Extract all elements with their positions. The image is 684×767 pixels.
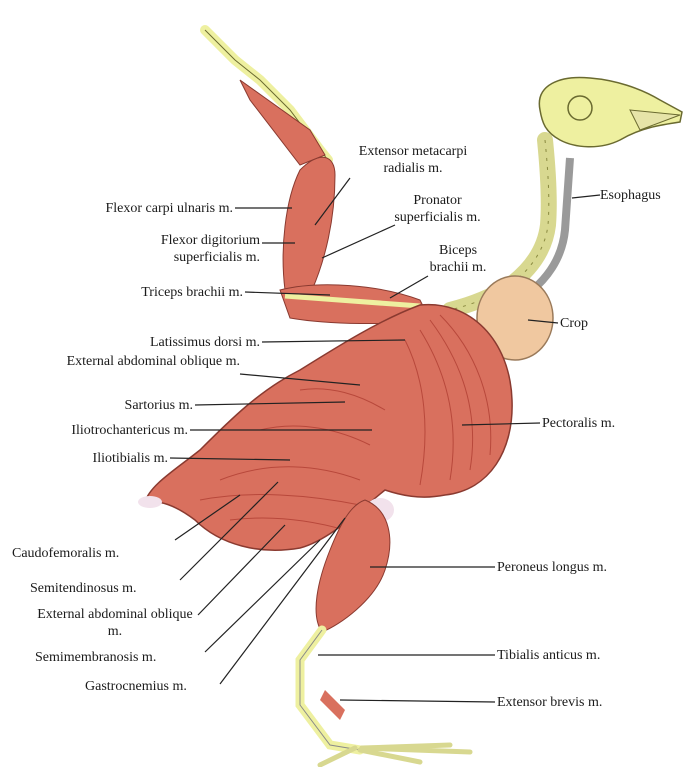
label-iliotibialis: Iliotibialis m. <box>40 450 168 467</box>
label-extensor-metacarpi-radialis: Extensor metacarpi radialis m. <box>352 143 474 177</box>
label-biceps-brachii: Biceps brachii m. <box>418 242 498 276</box>
label-caudofemoralis: Caudofemoralis m. <box>12 545 182 562</box>
label-gastrocnemius: Gastrocnemius m. <box>85 678 235 695</box>
label-tibialis-anticus: Tibialis anticus m. <box>497 647 667 664</box>
label-triceps-brachii: Triceps brachii m. <box>80 284 243 301</box>
label-flexor-digitorium-superficialis: Flexor digitorium superficialis m. <box>95 232 260 266</box>
tail-tendon <box>138 496 162 508</box>
label-pectoralis: Pectoralis m. <box>542 415 672 432</box>
label-esophagus: Esophagus <box>600 187 684 204</box>
label-flexor-carpi-ulnaris: Flexor carpi ulnaris m. <box>40 200 233 217</box>
label-external-abdominal-oblique-upper: External abdominal oblique m. <box>60 353 240 370</box>
label-sartorius: Sartorius m. <box>80 397 193 414</box>
label-peroneus-longus: Peroneus longus m. <box>497 559 677 576</box>
label-crop: Crop <box>560 315 620 332</box>
label-semitendinosus: Semitendinosus m. <box>30 580 200 597</box>
leg-bones-outline <box>300 630 360 750</box>
label-latissimus-dorsi: Latissimus dorsi m. <box>70 334 260 351</box>
skull <box>539 77 682 146</box>
label-semimembranosis: Semimembranosis m. <box>35 649 220 666</box>
label-extensor-brevis: Extensor brevis m. <box>497 694 667 711</box>
label-pronator-superficialis: Pronator superficialis m. <box>385 192 490 226</box>
extensor-brevis-muscle <box>320 690 345 720</box>
label-external-abdominal-oblique-lower: External abdominal oblique m. <box>30 606 200 640</box>
label-iliotrochantericus: Iliotrochantericus m. <box>10 422 188 439</box>
